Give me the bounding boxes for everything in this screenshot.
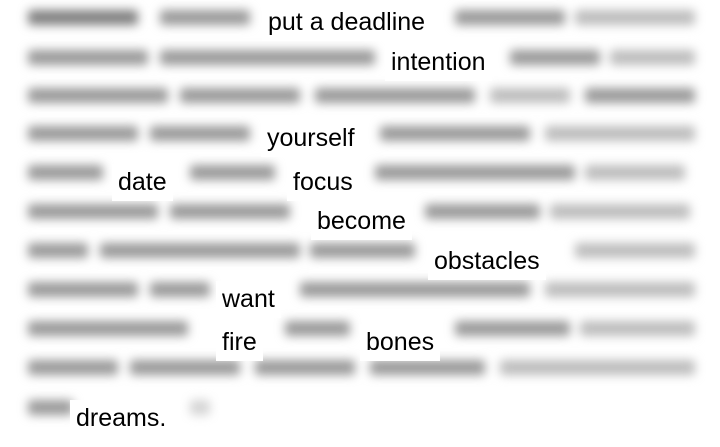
highlighted-word: become [311, 203, 412, 240]
blurred-text-line [28, 243, 88, 258]
highlighted-word: bones [360, 324, 441, 361]
highlighted-word: obstacles [428, 243, 546, 280]
blurred-text-line [28, 204, 158, 219]
blurred-text-line [610, 50, 695, 65]
blurred-text-line [545, 282, 695, 297]
highlighted-word: want [216, 281, 281, 318]
blurred-text-line [255, 360, 355, 375]
blurred-text-line [150, 282, 210, 297]
blurred-text-line [455, 10, 565, 25]
blurred-text-line [585, 165, 685, 180]
blurred-text-line [180, 88, 300, 103]
blurred-text-line [28, 400, 73, 415]
blurred-text-line [160, 50, 375, 65]
blurred-text-line [130, 360, 240, 375]
blurred-text-line [455, 321, 570, 336]
blurred-text-line [190, 400, 210, 415]
blurred-text-line [28, 50, 148, 65]
blurred-text-line [510, 50, 600, 65]
blurred-text-line [380, 126, 530, 141]
highlighted-word: dreams. [70, 400, 173, 437]
blurred-text-line [28, 88, 168, 103]
blurred-text-line [300, 282, 530, 297]
highlighted-word: put a deadline [262, 4, 432, 41]
blurred-text-line [28, 360, 118, 375]
blurred-text-line [190, 165, 275, 180]
blurred-text-line [150, 126, 250, 141]
blurred-text-line [375, 165, 575, 180]
blurred-text-line [100, 243, 300, 258]
blurred-text-line [28, 165, 103, 180]
highlighted-word: yourself [261, 120, 361, 157]
blurred-text-line [490, 88, 570, 103]
blurred-text-line [370, 360, 485, 375]
blurred-text-line [315, 88, 475, 103]
blurred-text-line [500, 360, 695, 375]
highlighted-word: focus [287, 164, 359, 201]
blurred-text-line [585, 88, 695, 103]
blurred-text-line [310, 243, 415, 258]
blurred-text-line [575, 10, 695, 25]
highlighted-word: date [112, 164, 173, 201]
blurred-text-line [28, 10, 138, 25]
blurred-text-line [28, 321, 188, 336]
blurred-text-line [550, 204, 690, 219]
blurred-text-line [425, 204, 540, 219]
highlighted-word: intention [385, 44, 492, 81]
blurred-text-line [160, 10, 250, 25]
blurred-text-line [575, 243, 695, 258]
blurred-text-line [28, 126, 138, 141]
blurred-text-line [545, 126, 695, 141]
blurred-text-line [28, 282, 138, 297]
blurred-text-line [580, 321, 695, 336]
blurred-text-line [285, 321, 350, 336]
blurred-text-line [170, 204, 290, 219]
highlighted-word: fire [216, 324, 263, 361]
